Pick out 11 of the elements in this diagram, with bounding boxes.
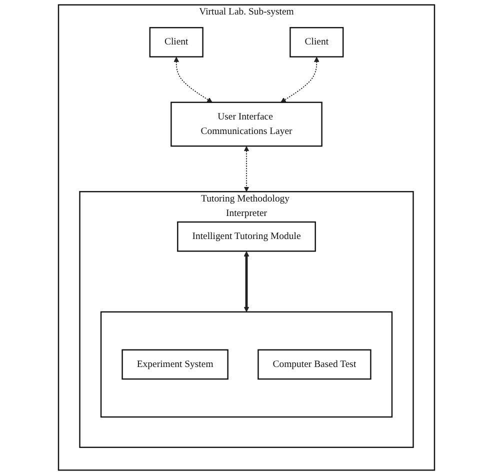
node-box: User Interface Communications Layer [170, 102, 322, 147]
cluster [100, 311, 393, 418]
node-box: Computer Based Test [258, 349, 372, 380]
node-box: Client [149, 27, 204, 58]
node-box: Experiment System [122, 349, 228, 380]
node-box: Intelligent Tutoring Module [177, 221, 316, 252]
arrow [244, 251, 250, 312]
arrow [280, 56, 320, 103]
node-box: Client [290, 27, 344, 58]
arrow [244, 146, 250, 192]
arrow [174, 56, 212, 103]
